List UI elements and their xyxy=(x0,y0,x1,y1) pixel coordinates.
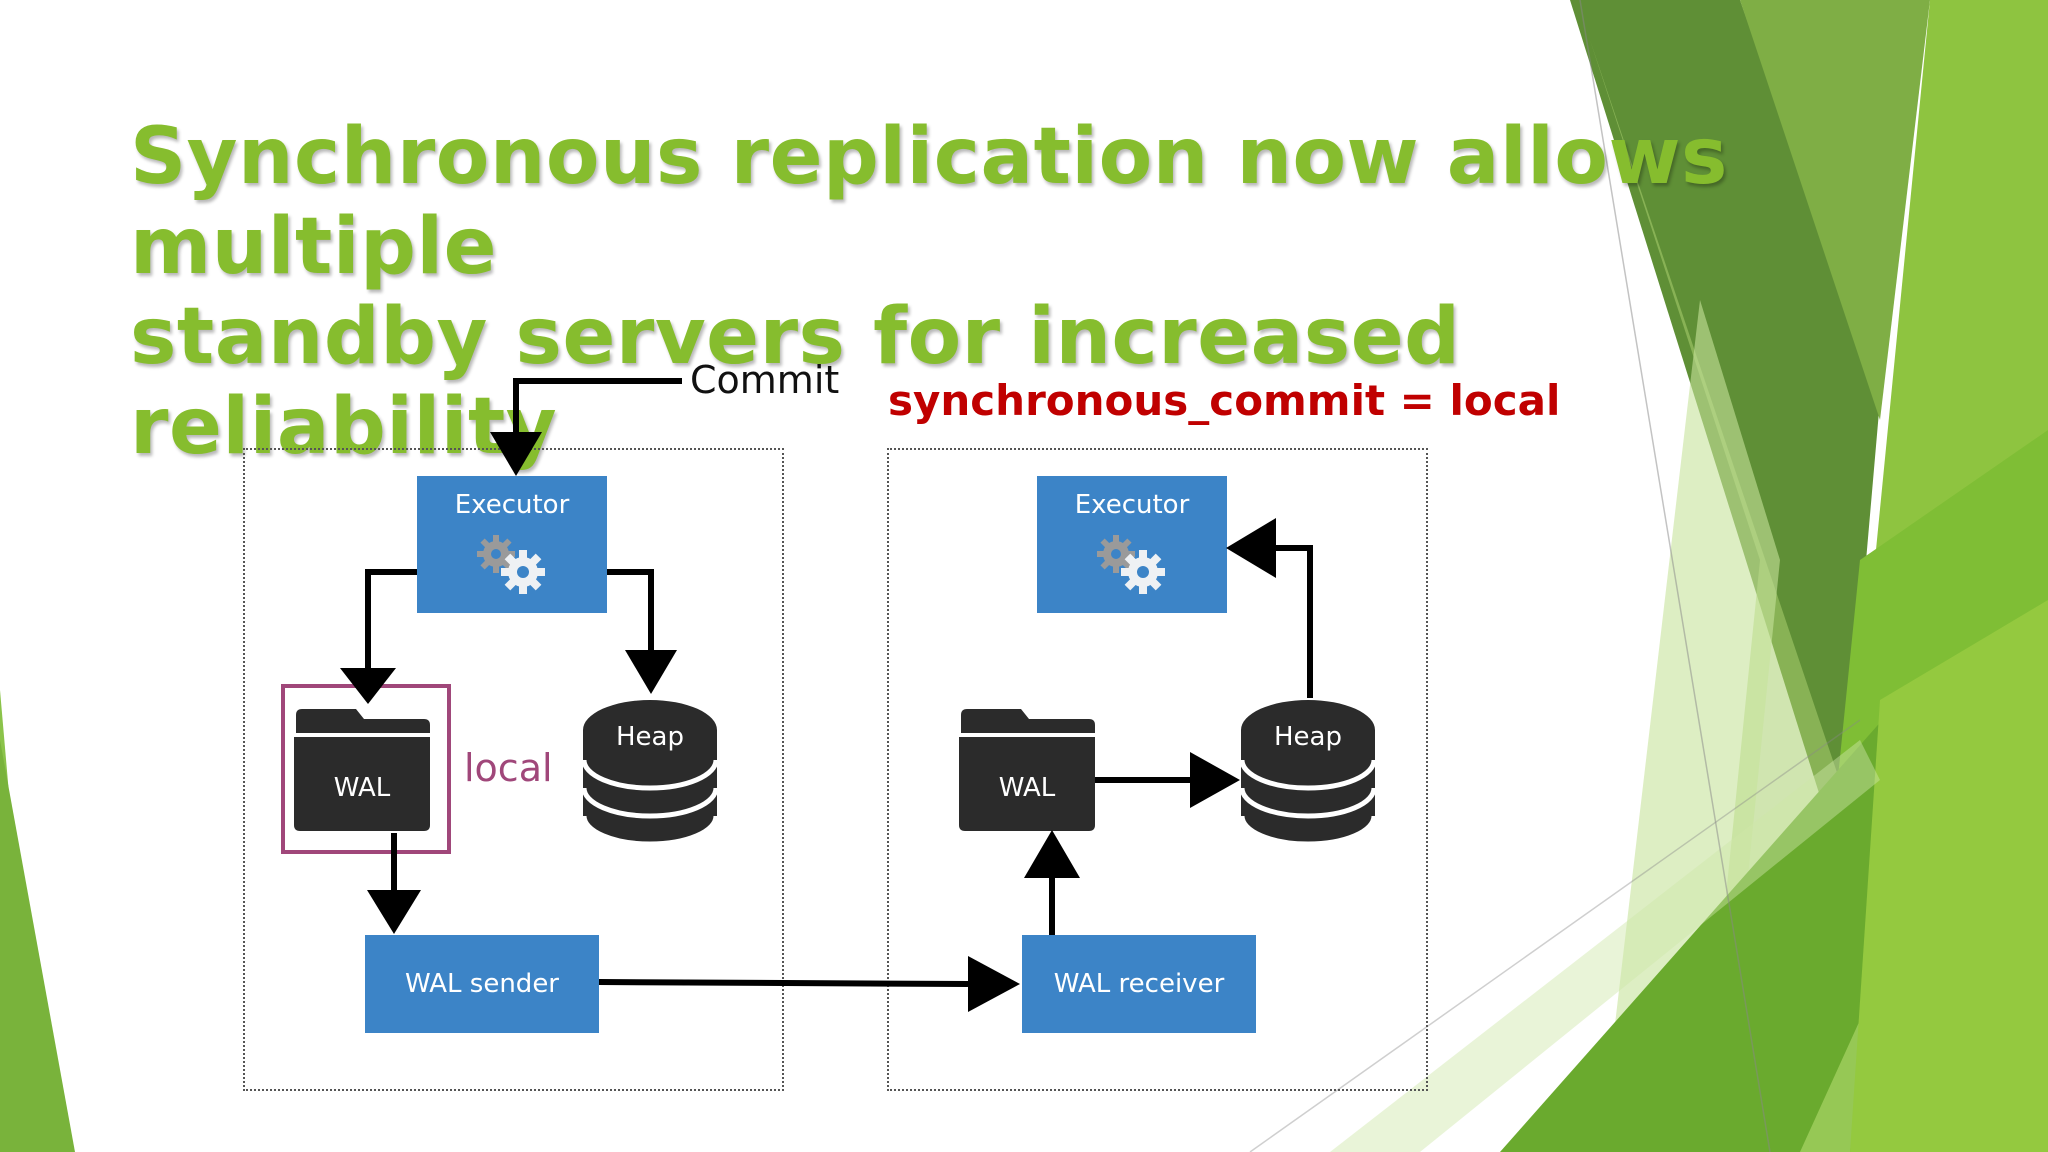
title-line-1: Synchronous replication now allows multi… xyxy=(130,112,1728,292)
wal-receiver-label: WAL receiver xyxy=(1053,969,1225,999)
standby-server-box xyxy=(887,448,1428,1091)
gears-icon xyxy=(477,535,545,594)
slide-title: Synchronous replication now allows multi… xyxy=(130,112,1830,472)
local-highlight xyxy=(281,684,451,854)
folder-icon xyxy=(294,709,430,831)
primary-executor-label: Executor xyxy=(454,490,570,520)
standby-executor: Executor xyxy=(1037,476,1227,613)
standby-wal-folder: WAL xyxy=(957,703,1097,833)
primary-wal-folder: WAL xyxy=(292,703,432,833)
wal-sender-label: WAL sender xyxy=(404,969,560,999)
standby-heap-label: Heap xyxy=(1274,722,1342,752)
wal-sender: WAL sender xyxy=(365,935,599,1033)
commit-label: Commit xyxy=(690,358,840,402)
primary-executor: Executor xyxy=(417,476,607,613)
standby-heap-database: Heap xyxy=(1238,698,1378,850)
setting-label: synchronous_commit = local xyxy=(888,376,1561,425)
standby-executor-label: Executor xyxy=(1074,490,1190,520)
local-label: local xyxy=(464,746,553,790)
gears-icon xyxy=(1097,535,1165,594)
primary-heap-database: Heap xyxy=(580,698,720,850)
wal-receiver: WAL receiver xyxy=(1022,935,1256,1033)
standby-wal-label: WAL xyxy=(998,773,1056,803)
folder-icon xyxy=(959,709,1095,831)
database-icon xyxy=(581,700,719,847)
primary-wal-label: WAL xyxy=(333,773,391,803)
primary-heap-label: Heap xyxy=(616,722,684,752)
title-line-2: standby servers for increased reliabilit… xyxy=(130,292,1461,472)
database-icon xyxy=(1239,700,1377,847)
